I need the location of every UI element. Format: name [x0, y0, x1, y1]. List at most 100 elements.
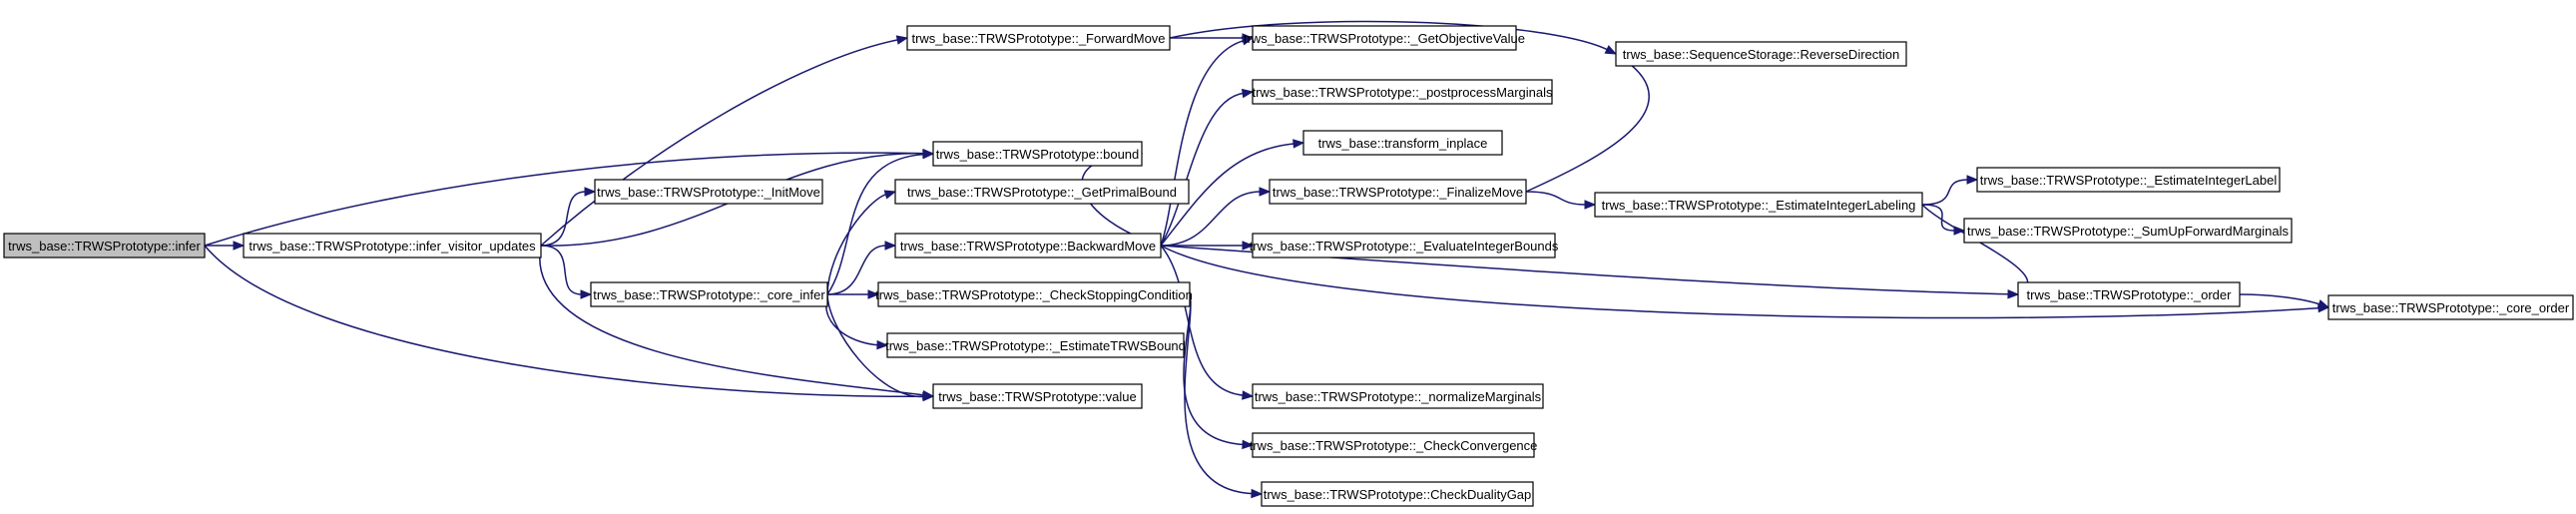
node-ReverseDirection[interactable]: trws_base::SequenceStorage::ReverseDirec…	[1615, 41, 1907, 67]
node-_core_order[interactable]: trws_base::TRWSPrototype::_core_order	[2327, 294, 2574, 320]
node-_FinalizeMove[interactable]: trws_base::TRWSPrototype::_FinalizeMove	[1269, 179, 1527, 205]
node-box[interactable]	[1963, 218, 2293, 244]
node-_CheckStoppingCondition[interactable]: trws_base::TRWSPrototype::_CheckStopping…	[875, 281, 1193, 307]
node-label: trws_base::TRWSPrototype::infer	[8, 239, 201, 254]
node-label: trws_base::TRWSPrototype::_normalizeMarg…	[1255, 389, 1542, 404]
node-box[interactable]	[2327, 294, 2574, 320]
node-label: trws_base::TRWSPrototype::_SumUpForwardM…	[1967, 224, 2289, 239]
node-label: trws_base::TRWSPrototype::CheckDualityGa…	[1264, 487, 1532, 502]
node-BackwardMove[interactable]: trws_base::TRWSPrototype::BackwardMove	[894, 233, 1162, 258]
node-box[interactable]	[1302, 130, 1503, 156]
node-box[interactable]	[906, 25, 1171, 51]
node-_core_infer[interactable]: trws_base::TRWSPrototype::_core_infer	[590, 281, 828, 307]
node-label: trws_base::transform_inplace	[1318, 136, 1488, 151]
node-label: trws_base::TRWSPrototype::infer_visitor_…	[249, 239, 536, 254]
node-box[interactable]	[3, 233, 206, 258]
node-box[interactable]	[1252, 432, 1535, 458]
edge-line	[1169, 20, 1609, 51]
edge-infer_visitor_updates-to-_core_infer	[540, 245, 593, 299]
node-box[interactable]	[1615, 41, 1907, 67]
node-label: trws_base::TRWSPrototype::_order	[2027, 287, 2233, 302]
edge-BackwardMove-to-_postprocessMarginals	[1160, 88, 1255, 247]
node-box[interactable]	[877, 281, 1191, 307]
node-label: trws_base::TRWSPrototype::_core_infer	[593, 287, 825, 302]
node-box[interactable]	[1252, 79, 1553, 105]
node-box[interactable]	[594, 179, 823, 205]
edge-line	[1525, 58, 1650, 193]
node-value[interactable]: trws_base::TRWSPrototype::value	[932, 383, 1143, 409]
node-infer_visitor_updates[interactable]: trws_base::TRWSPrototype::infer_visitor_…	[243, 233, 542, 258]
arrowhead-icon	[2007, 289, 2020, 299]
node-box[interactable]	[1252, 233, 1556, 258]
node-box[interactable]	[932, 383, 1143, 409]
node-box[interactable]	[894, 233, 1162, 258]
node-_postprocessMarginals[interactable]: trws_base::TRWSPrototype::_postprocessMa…	[1252, 79, 1553, 105]
edge-line	[540, 191, 587, 247]
arrowhead-icon	[1242, 390, 1255, 400]
node-_EstimateIntegerLabeling[interactable]: trws_base::TRWSPrototype::_EstimateInteg…	[1594, 192, 1923, 218]
node-bound[interactable]: trws_base::TRWSPrototype::bound	[932, 141, 1143, 167]
edge-_EstimateIntegerLabeling-to-_EstimateIntegerLabel	[1921, 175, 1979, 206]
edge-line	[540, 39, 899, 247]
node-box[interactable]	[886, 332, 1185, 358]
node-_EstimateTRWSBound[interactable]: trws_base::TRWSPrototype::_EstimateTRWSB…	[885, 332, 1186, 358]
node-box[interactable]	[590, 281, 828, 307]
edge-infer_visitor_updates-to-_InitMove	[540, 187, 597, 247]
edge-line	[2239, 293, 2320, 305]
node-box[interactable]	[1269, 179, 1527, 205]
edge-line	[539, 245, 925, 396]
edge-_ForwardMove-to-ReverseDirection	[1169, 20, 1618, 55]
node-_order[interactable]: trws_base::TRWSPrototype::_order	[2017, 281, 2241, 307]
node-infer[interactable]: trws_base::TRWSPrototype::infer	[3, 233, 206, 258]
node-_InitMove[interactable]: trws_base::TRWSPrototype::_InitMove	[594, 179, 823, 205]
edge-_core_infer-to-BackwardMove	[826, 241, 897, 295]
edge-line	[540, 245, 583, 295]
node-_EvaluateIntegerBounds[interactable]: trws_base::TRWSPrototype::_EvaluateInteg…	[1250, 233, 1559, 258]
arrowhead-icon	[1604, 45, 1618, 55]
edge-line	[826, 193, 887, 295]
edge-infer-to-infer_visitor_updates	[204, 241, 246, 251]
node-label: trws_base::TRWSPrototype::bound	[936, 147, 1140, 162]
node-box[interactable]	[1252, 25, 1517, 51]
arrowhead-icon	[1242, 241, 1255, 251]
node-_EstimateIntegerLabel[interactable]: trws_base::TRWSPrototype::_EstimateInteg…	[1976, 167, 2281, 193]
node-box[interactable]	[1594, 192, 1923, 218]
arrowhead-icon	[922, 391, 935, 402]
node-box[interactable]	[894, 179, 1190, 205]
edge-BackwardMove-to-_GetObjectiveValue	[1160, 36, 1255, 247]
node-label: trws_base::SequenceStorage::ReverseDirec…	[1623, 47, 1899, 62]
node-_SumUpForwardMarginals[interactable]: trws_base::TRWSPrototype::_SumUpForwardM…	[1963, 218, 2293, 244]
arrowhead-icon	[1241, 36, 1255, 46]
edge-line	[1183, 293, 1245, 446]
arrowhead-icon	[580, 289, 593, 299]
node-box[interactable]	[2017, 281, 2241, 307]
node-box[interactable]	[243, 233, 542, 258]
edge-line	[1921, 179, 1969, 206]
edge-line	[1184, 293, 1254, 495]
node-_CheckConvergence[interactable]: trws_base::TRWSPrototype::_CheckConverge…	[1250, 432, 1538, 458]
edge-BackwardMove-to-_normalizeMarginals	[1160, 245, 1255, 400]
edge-line	[826, 293, 925, 398]
node-_GetPrimalBound[interactable]: trws_base::TRWSPrototype::_GetPrimalBoun…	[894, 179, 1190, 205]
edge-_core_infer-to-_GetPrimalBound	[826, 190, 897, 295]
edge-line	[826, 245, 887, 295]
edges-layer	[204, 20, 2330, 499]
node-CheckDualityGap[interactable]: trws_base::TRWSPrototype::CheckDualityGa…	[1261, 481, 1534, 507]
node-box[interactable]	[1261, 481, 1534, 507]
node-label: trws_base::TRWSPrototype::_EvaluateInteg…	[1250, 239, 1559, 254]
edge-line	[204, 245, 925, 398]
edge-BackwardMove-to-_FinalizeMove	[1160, 187, 1272, 247]
node-_normalizeMarginals[interactable]: trws_base::TRWSPrototype::_normalizeMarg…	[1252, 383, 1544, 409]
edge-infer_visitor_updates-to-_ForwardMove	[540, 35, 909, 247]
node-box[interactable]	[1252, 383, 1544, 409]
edge-_core_infer-to-_CheckStoppingCondition	[827, 289, 880, 299]
arrowhead-icon	[883, 190, 897, 200]
node-box[interactable]	[932, 141, 1143, 167]
node-_GetObjectiveValue[interactable]: trws_base::TRWSPrototype::_GetObjectiveV…	[1244, 25, 1525, 51]
node-transform_inplace[interactable]: trws_base::transform_inplace	[1302, 130, 1503, 156]
edge-_FinalizeMove-to-ReverseDirection	[1525, 53, 1650, 193]
node-box[interactable]	[1976, 167, 2281, 193]
node-label: trws_base::TRWSPrototype::_ForwardMove	[911, 31, 1165, 46]
edge-line	[1160, 191, 1262, 247]
node-_ForwardMove[interactable]: trws_base::TRWSPrototype::_ForwardMove	[906, 25, 1171, 51]
